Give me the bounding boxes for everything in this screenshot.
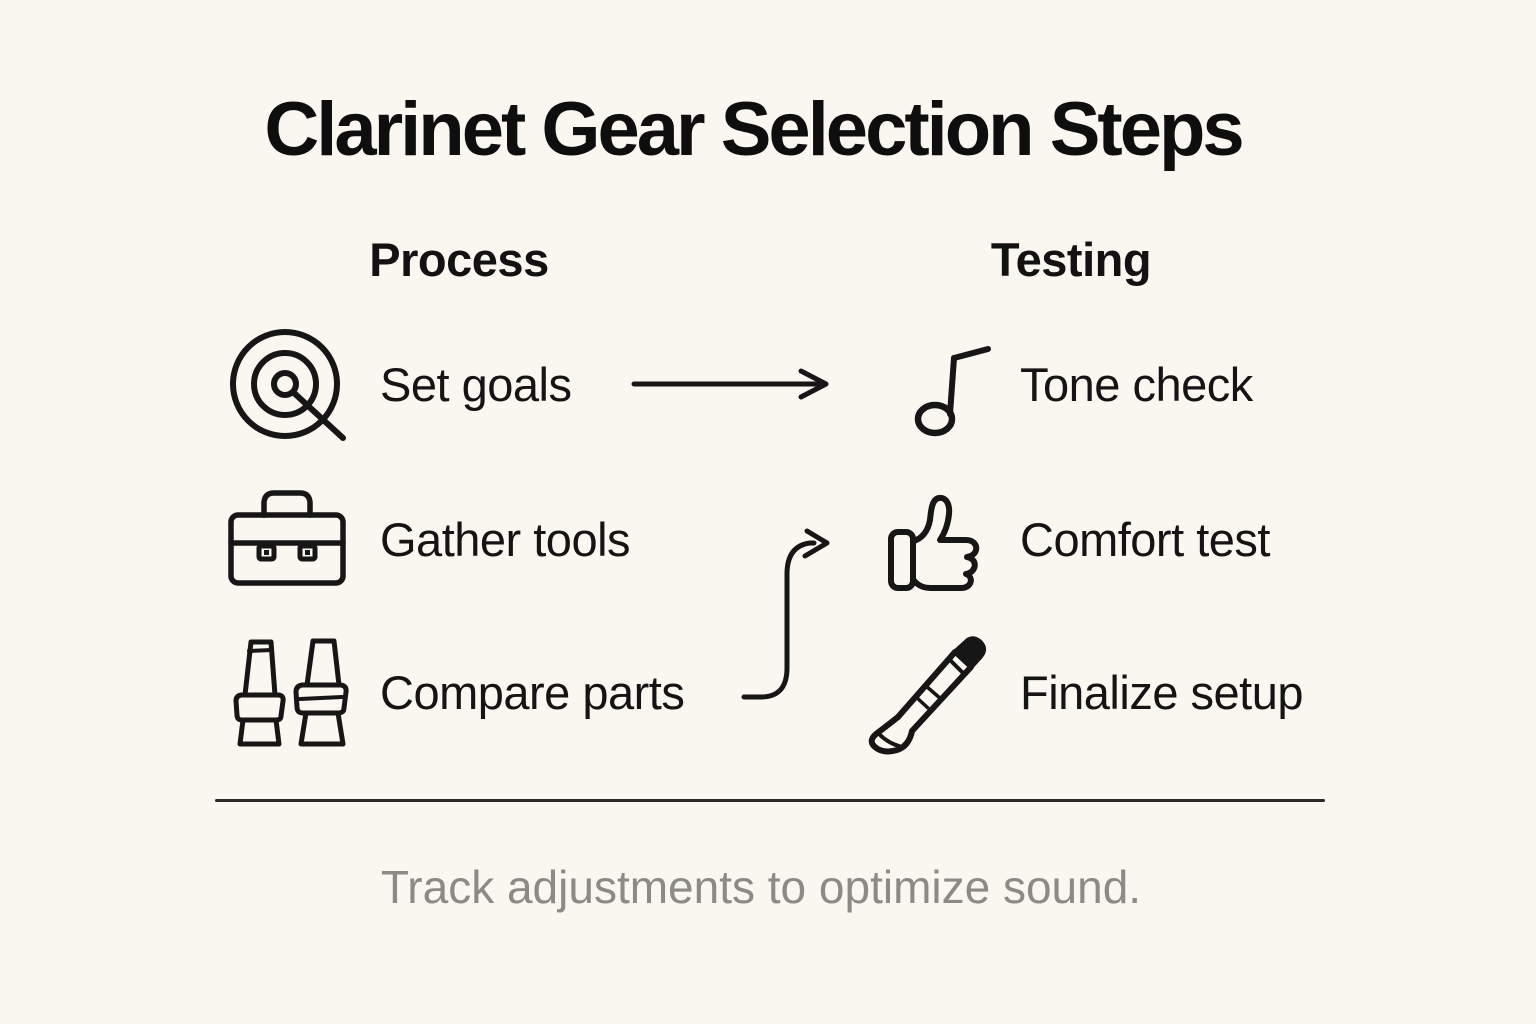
step-label-gather-tools: Gather tools bbox=[380, 513, 631, 566]
step-label-tone-check: Tone check bbox=[1020, 358, 1253, 411]
music-note-icon bbox=[913, 344, 993, 440]
step-label-finalize-setup: Finalize setup bbox=[1020, 666, 1304, 719]
target-icon bbox=[226, 328, 348, 442]
thumbs-up-icon bbox=[887, 487, 993, 593]
page-title: Clarinet Gear Selection Steps bbox=[264, 87, 1244, 172]
step-label-comfort-test: Comfort test bbox=[1020, 513, 1270, 566]
column-header-process: Process bbox=[369, 233, 549, 286]
toolbox-icon bbox=[227, 488, 347, 588]
divider-line bbox=[215, 799, 1325, 802]
curved-arrow-icon bbox=[737, 526, 837, 704]
footer-caption: Track adjustments to optimize sound. bbox=[380, 861, 1142, 913]
column-header-testing: Testing bbox=[990, 233, 1152, 286]
step-label-compare-parts: Compare parts bbox=[380, 666, 685, 719]
clarinet-parts-icon bbox=[228, 637, 354, 749]
clarinet-icon bbox=[866, 631, 990, 755]
straight-arrow-icon bbox=[630, 367, 835, 401]
step-label-set-goals: Set goals bbox=[380, 358, 572, 411]
